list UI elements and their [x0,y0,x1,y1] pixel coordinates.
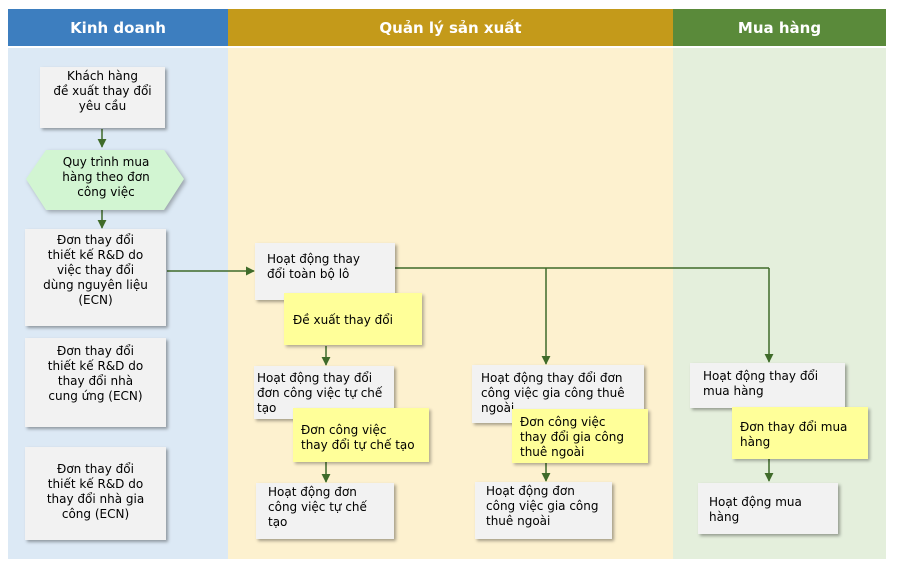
lane-header-sales: Kinh doanh [8,9,228,46]
ecn-supplier-box: Đơn thay đổi thiết kế R&D do thay đổi nh… [25,338,166,427]
ecn-outsource-box: Đơn thay đổi thiết kế R&D do thay đổi nh… [25,447,166,540]
self-made-change-note: Đơn công việc thay đổi tự chế tạo [293,408,429,462]
batch-change-box: Hoạt động thay đổi toàn bộ lô [255,243,395,300]
workflow-hexagon-shape [26,150,184,210]
purchase-box: Hoạt động mua hàng [698,483,838,534]
change-proposal-note: Đề xuất thay đổi [284,293,422,345]
purchase-change-box: Hoạt động thay đổi mua hàng [690,363,845,408]
lane-header-production: Quản lý sản xuất [228,9,673,46]
customer-request-box: Khách hàng đề xuất thay đổi yêu cầu [40,67,165,128]
ecn-material-box: Đơn thay đổi thiết kế R&D do việc thay đ… [25,229,166,326]
lane-header-purchasing: Mua hàng [673,9,886,46]
self-made-order-box: Hoạt động đơn công việc tự chế tạo [256,483,394,539]
outsource-change-note: Đơn công việc thay đổi gia công thuê ngo… [512,409,648,463]
purchase-change-note: Đơn thay đổi mua hàng [732,407,868,459]
outsource-order-box: Hoạt động đơn công việc gia công thuê ng… [475,482,612,539]
lane-purchasing [673,48,886,559]
work-order-purchase-hexagon: Quy trình mua hàng theo đơn công việc [62,155,150,199]
